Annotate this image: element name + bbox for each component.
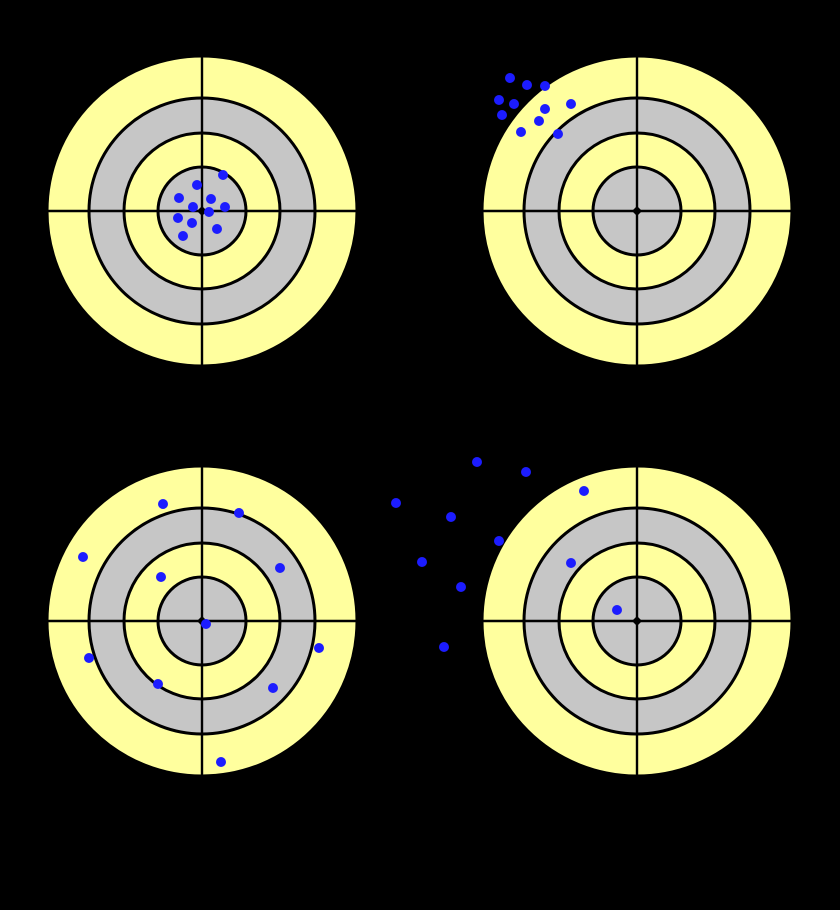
target-top-left xyxy=(45,54,359,368)
shot-dot xyxy=(494,536,504,546)
shot-dot xyxy=(456,582,466,592)
shot-dot xyxy=(534,116,544,126)
shot-dot xyxy=(314,643,324,653)
shot-dot xyxy=(505,73,515,83)
shot-dot xyxy=(84,653,94,663)
shot-dot xyxy=(566,99,576,109)
shot-dot xyxy=(216,757,226,767)
shot-dot xyxy=(540,104,550,114)
shot-dot xyxy=(566,558,576,568)
shot-dot xyxy=(173,213,183,223)
shot-dot xyxy=(275,563,285,573)
shot-dot xyxy=(212,224,222,234)
target-bottom-left xyxy=(45,464,359,778)
shot-dot xyxy=(204,207,214,217)
shot-dot xyxy=(188,202,198,212)
shot-dot xyxy=(579,486,589,496)
shot-dot xyxy=(417,557,427,567)
shot-dot xyxy=(472,457,482,467)
shot-dot xyxy=(540,81,550,91)
shot-dot xyxy=(174,193,184,203)
shot-dot xyxy=(391,498,401,508)
center-marker xyxy=(632,206,642,216)
shot-dot xyxy=(553,129,563,139)
shot-dot xyxy=(494,95,504,105)
shot-dot xyxy=(234,508,244,518)
shot-dot xyxy=(201,619,211,629)
shot-dot xyxy=(509,99,519,109)
shot-dot xyxy=(192,180,202,190)
shot-dot xyxy=(612,605,622,615)
shot-dot xyxy=(187,218,197,228)
shot-dot xyxy=(178,231,188,241)
shot-dot xyxy=(220,202,230,212)
shot-dot xyxy=(153,679,163,689)
center-marker xyxy=(632,616,642,626)
target-bottom-right xyxy=(391,457,794,778)
shot-dot xyxy=(522,80,532,90)
target-top-right xyxy=(480,54,794,368)
shot-dot xyxy=(446,512,456,522)
shot-dot xyxy=(521,467,531,477)
shot-dot xyxy=(158,499,168,509)
shot-dot xyxy=(206,194,216,204)
shot-dot xyxy=(268,683,278,693)
shot-dot xyxy=(516,127,526,137)
shot-dot xyxy=(218,170,228,180)
shot-dot xyxy=(439,642,449,652)
shot-dot xyxy=(78,552,88,562)
shot-dot xyxy=(156,572,166,582)
shot-dot xyxy=(497,110,507,120)
